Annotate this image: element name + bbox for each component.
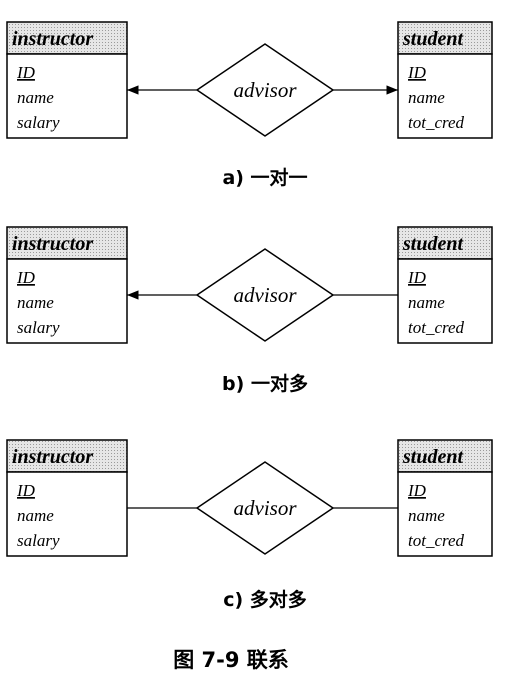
entity-attribute: ID — [407, 63, 427, 82]
entity-attribute-box — [6, 53, 128, 139]
entity-attribute: name — [408, 506, 445, 525]
figure-caption: 图 7-9 联系 — [173, 648, 289, 672]
entity-attribute: tot_cred — [408, 113, 465, 132]
entity-attribute: tot_cred — [408, 531, 465, 550]
entity-attribute-box — [397, 258, 493, 344]
entity-title: student — [402, 28, 464, 50]
entity-attribute: salary — [17, 531, 60, 550]
entity-title: instructor — [12, 233, 93, 255]
relationship-advisor: advisor — [195, 43, 335, 137]
relationship-advisor: advisor — [195, 461, 335, 555]
entity-attribute: name — [17, 88, 54, 107]
entity-title: instructor — [12, 446, 93, 468]
entity-attribute: name — [17, 506, 54, 525]
entity-attribute: salary — [17, 113, 60, 132]
entity-attribute: ID — [16, 63, 36, 82]
relationship-label: advisor — [234, 496, 298, 520]
entity-attribute-box — [397, 471, 493, 557]
diagrams-layer: instructorIDnamesalarystudentIDnametot_c… — [6, 21, 493, 611]
relationship-advisor: advisor — [195, 248, 335, 342]
entity-attribute: name — [408, 88, 445, 107]
entity-attribute: ID — [16, 268, 36, 287]
entity-title: instructor — [12, 28, 93, 50]
diagram-caption: b) 一对多 — [222, 372, 308, 395]
entity-attribute: name — [408, 293, 445, 312]
entity-attribute: tot_cred — [408, 318, 465, 337]
entity-attribute: ID — [16, 481, 36, 500]
entity-title: student — [402, 233, 464, 255]
entity-attribute: name — [17, 293, 54, 312]
entity-attribute-box — [6, 471, 128, 557]
entity-attribute: salary — [17, 318, 60, 337]
diagram-caption: c) 多对多 — [223, 588, 307, 611]
entity-attribute: ID — [407, 481, 427, 500]
entity-title-bar — [397, 439, 493, 473]
diagram-caption: a) 一对一 — [222, 166, 307, 189]
entity-attribute-box — [397, 53, 493, 139]
entity-attribute-box — [6, 258, 128, 344]
entity-attribute: ID — [407, 268, 427, 287]
relationship-label: advisor — [234, 78, 298, 102]
entity-title-bar — [6, 439, 128, 473]
entity-title: student — [402, 446, 464, 468]
relationship-label: advisor — [234, 283, 298, 307]
entity-title-bar — [6, 21, 128, 55]
